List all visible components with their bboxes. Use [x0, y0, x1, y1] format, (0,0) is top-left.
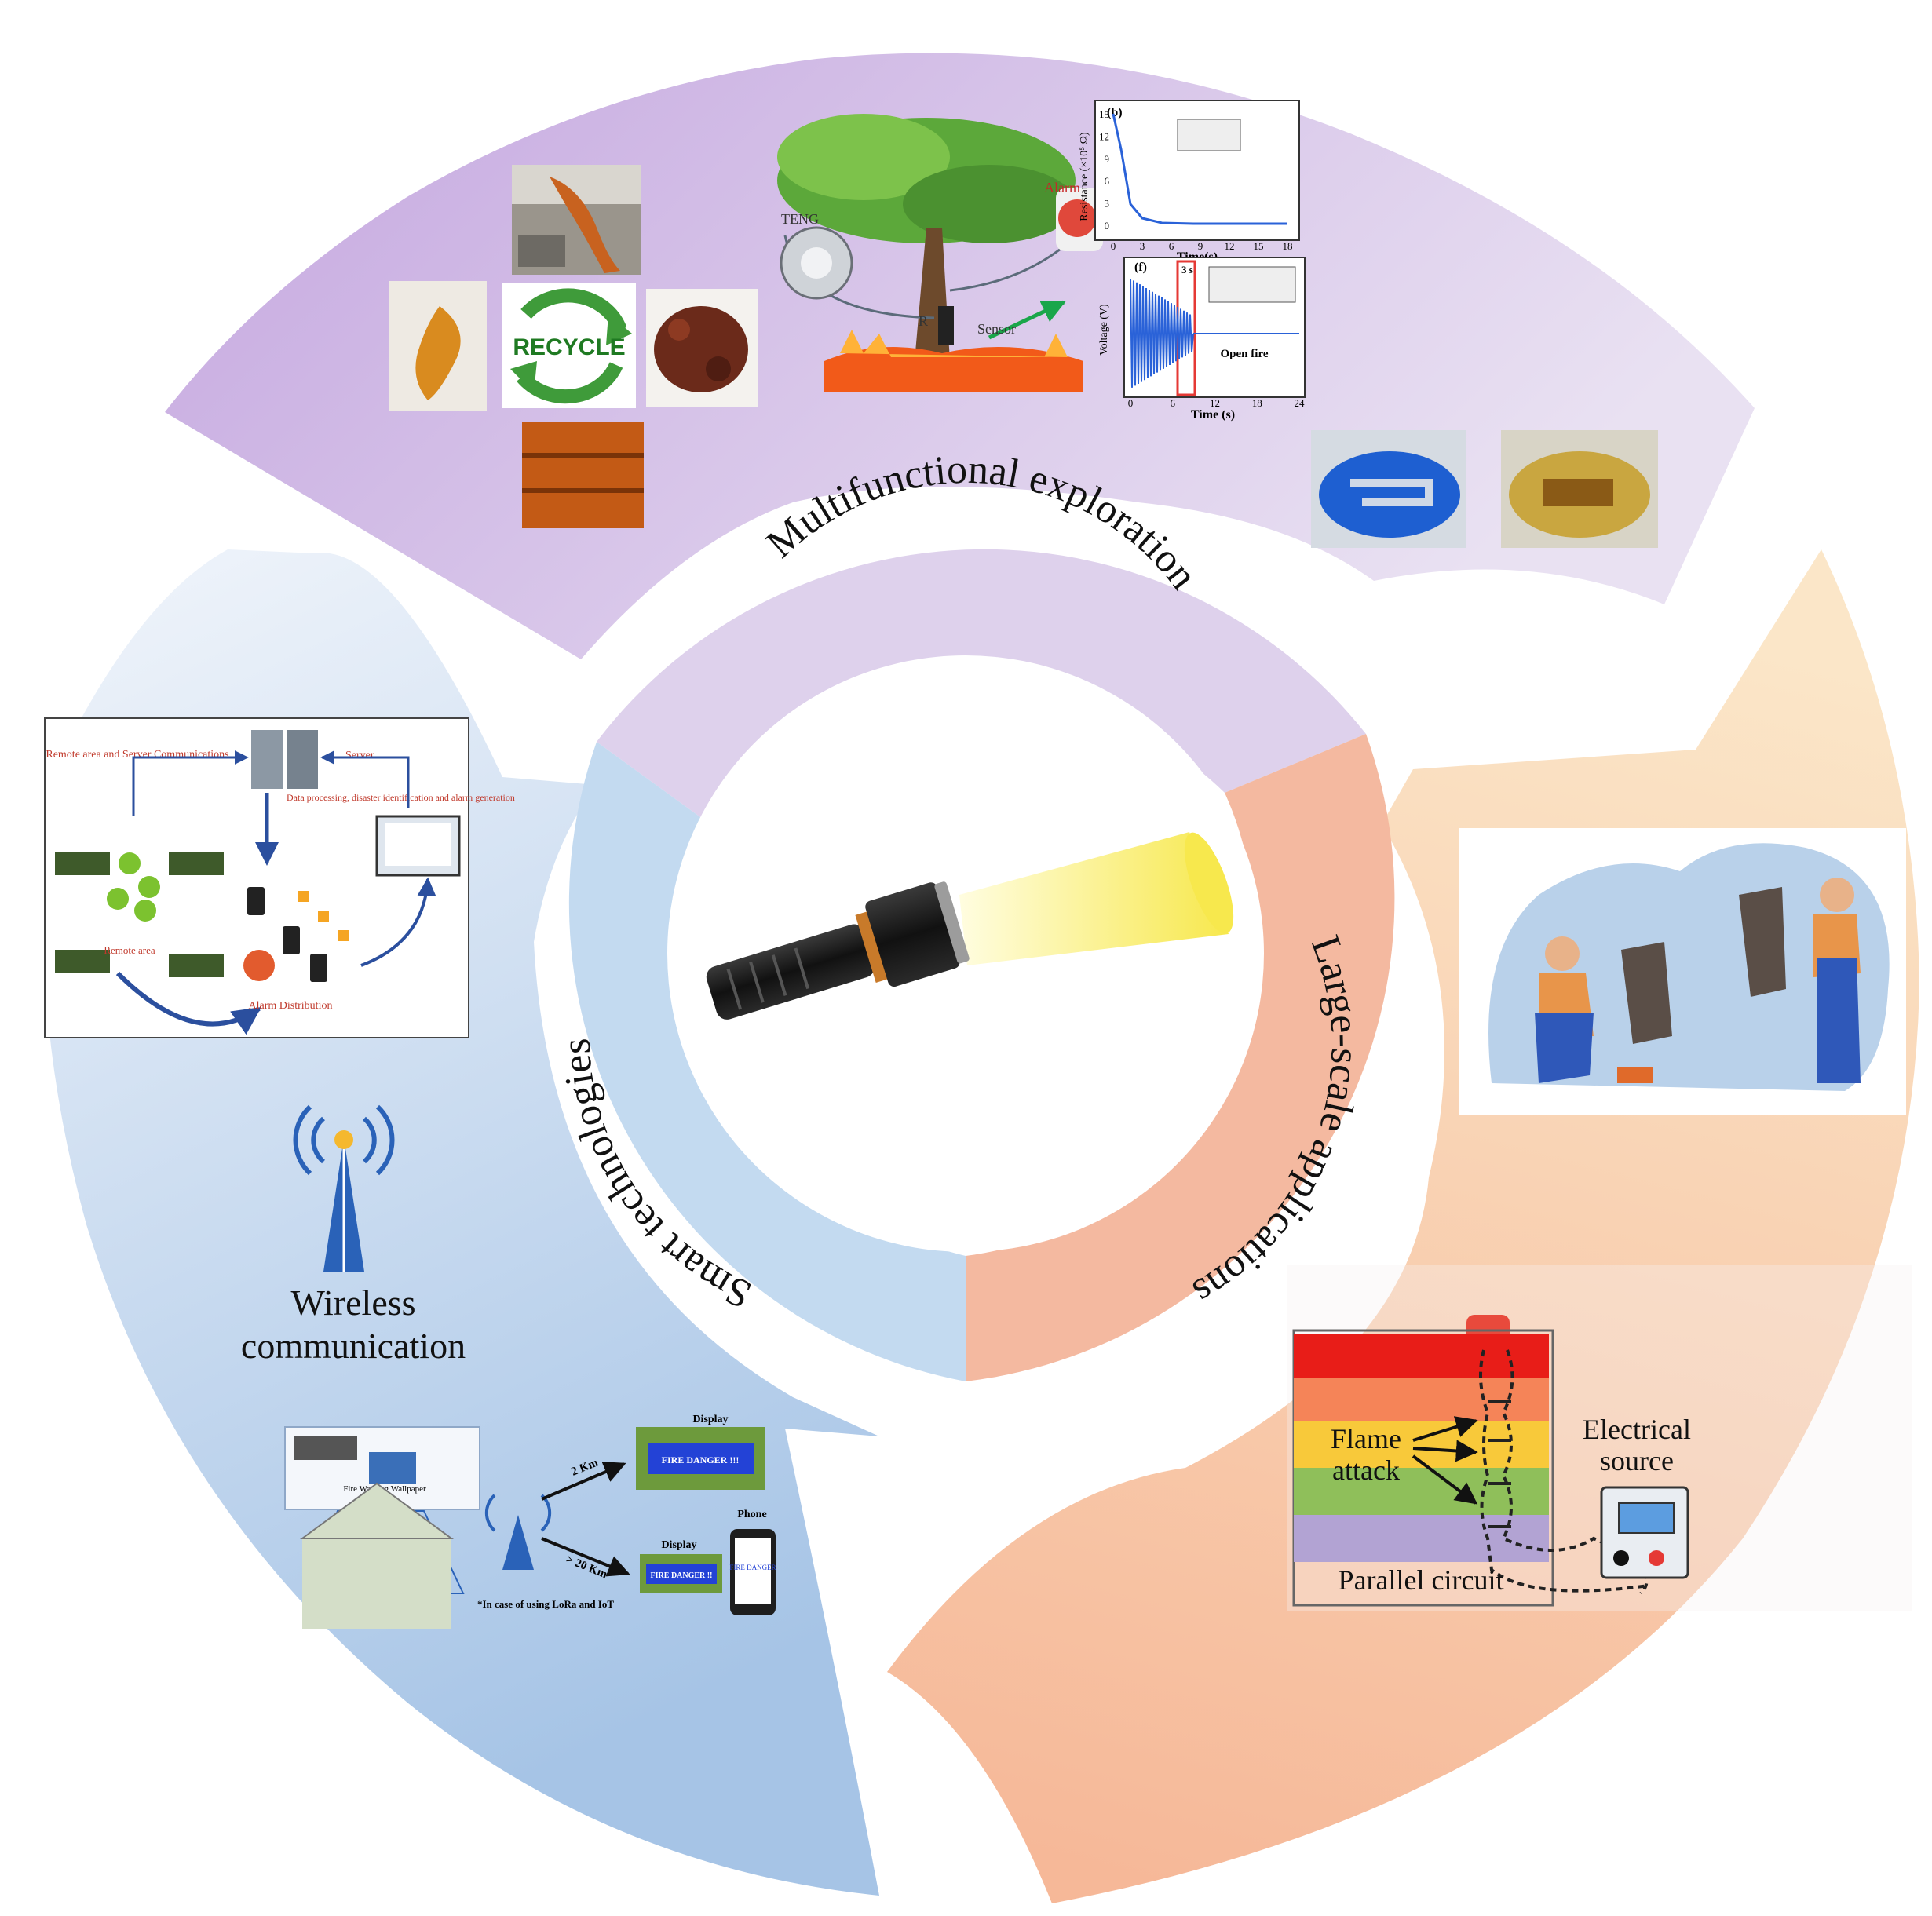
workers-illustration: [1459, 828, 1906, 1115]
wireless-title-line2: communication: [241, 1326, 466, 1366]
photo-petri-blue: [1311, 430, 1466, 548]
chart-b-x-tick-label: 9: [1198, 240, 1203, 252]
chart-b-y-tick-label: 12: [1099, 130, 1109, 142]
svg-text:Display: Display: [692, 1414, 728, 1425]
chart-b-x-tick-label: 0: [1111, 240, 1116, 252]
chart-f-x-tick-label: 24: [1295, 397, 1306, 409]
svg-text:(b): (b): [1107, 106, 1123, 119]
chart-f-x-tick-label: 6: [1171, 397, 1176, 409]
chart-resistance: (b) Time(s) Resistance (×10⁵ Ω) 15129630…: [1079, 100, 1300, 264]
svg-text:R: R: [919, 313, 928, 329]
chart-b-x-tick-label: 18: [1283, 240, 1293, 252]
svg-text:3 s: 3 s: [1181, 264, 1193, 276]
electrical-source-line1: Electrical: [1583, 1414, 1691, 1445]
svg-text:Voltage (V): Voltage (V): [1098, 304, 1110, 356]
photo-petri-yellow: [1501, 430, 1658, 548]
photo-film-peel: [512, 165, 641, 275]
svg-text:RECYCLE: RECYCLE: [513, 334, 625, 360]
svg-text:Display: Display: [661, 1539, 696, 1551]
photo-twisted-film: [389, 281, 487, 411]
voltage-signal: [1130, 278, 1194, 388]
iot-alarm-distribution: Alarm Distribution: [249, 1000, 333, 1012]
iot-remote-comm: Remote area and Server Communications: [46, 749, 228, 761]
svg-text:Time (s): Time (s): [1191, 408, 1235, 422]
svg-text:FIRE DANGER !!: FIRE DANGER !!: [651, 1571, 713, 1580]
svg-text:FIRE DANGER: FIRE DANGER: [729, 1564, 776, 1571]
chart-b-x-tick-label: 3: [1140, 240, 1145, 252]
chart-b-y-tick-label: 9: [1105, 153, 1110, 165]
flashlight-icon: [706, 832, 1234, 1020]
wireless-title-line1: Wireless: [290, 1283, 415, 1323]
flame-attack-line2: attack: [1332, 1454, 1400, 1486]
parallel-circuit-diagram: Flame attack Parallel circuit Electrical…: [1287, 1265, 1912, 1611]
iot-server: Server: [345, 750, 374, 761]
chart-b-y-tick-label: 6: [1105, 175, 1110, 187]
parallel-circuit-label: Parallel circuit: [1339, 1564, 1504, 1596]
recycle-icon: RECYCLE: [502, 283, 636, 408]
wireless-tower-icon: [293, 1104, 395, 1272]
lora-alert-diagram: Fire Warning Wallpaper 2 Km > 20 Km *In …: [284, 1414, 776, 1629]
resistance-curve: [1112, 113, 1287, 225]
svg-text:*In case of using LoRa and IoT: *In case of using LoRa and IoT: [477, 1598, 614, 1610]
svg-text:Alarm: Alarm: [1044, 180, 1080, 195]
chart-f-x-tick-label: 12: [1210, 397, 1220, 409]
svg-text:(f): (f): [1134, 261, 1147, 274]
svg-text:Sensor: Sensor: [977, 321, 1016, 337]
chart-voltage: (f) Time (s) Voltage (V) 3 s Open fire 0…: [1098, 257, 1306, 422]
chart-b-y-tick-label: 3: [1105, 198, 1110, 210]
electrical-source-line2: source: [1600, 1445, 1674, 1476]
iot-remote-area: Remote area: [104, 944, 155, 956]
photo-granules: [646, 289, 758, 407]
svg-text:Phone: Phone: [737, 1509, 766, 1520]
svg-text:Resistance (×10⁵ Ω): Resistance (×10⁵ Ω): [1079, 132, 1090, 221]
chart-b-x-tick-label: 6: [1169, 240, 1174, 252]
chart-b-y-tick-label: 0: [1105, 220, 1110, 232]
svg-text:FIRE DANGER !!!: FIRE DANGER !!!: [662, 1454, 740, 1465]
svg-text:Open fire: Open fire: [1221, 348, 1269, 360]
svg-text:TENG: TENG: [781, 211, 819, 227]
chart-b-y-tick-label: 15: [1099, 108, 1109, 120]
chart-b-x-tick-label: 12: [1225, 240, 1235, 252]
inner-segment-right: [966, 734, 1395, 1381]
photo-bricks: [522, 422, 644, 528]
iot-processing: Data processing, disaster identification…: [287, 792, 515, 803]
flame-attack-line1: Flame: [1331, 1423, 1401, 1454]
chart-f-x-tick-label: 18: [1252, 397, 1262, 409]
tree-teng-illustration: TENG Alarm Sensor R: [777, 114, 1103, 392]
chart-f-x-tick-label: 0: [1128, 397, 1134, 409]
chart-b-x-tick-label: 15: [1254, 240, 1264, 252]
iot-network-diagram: Remote area and Server Communications Se…: [44, 717, 515, 1038]
